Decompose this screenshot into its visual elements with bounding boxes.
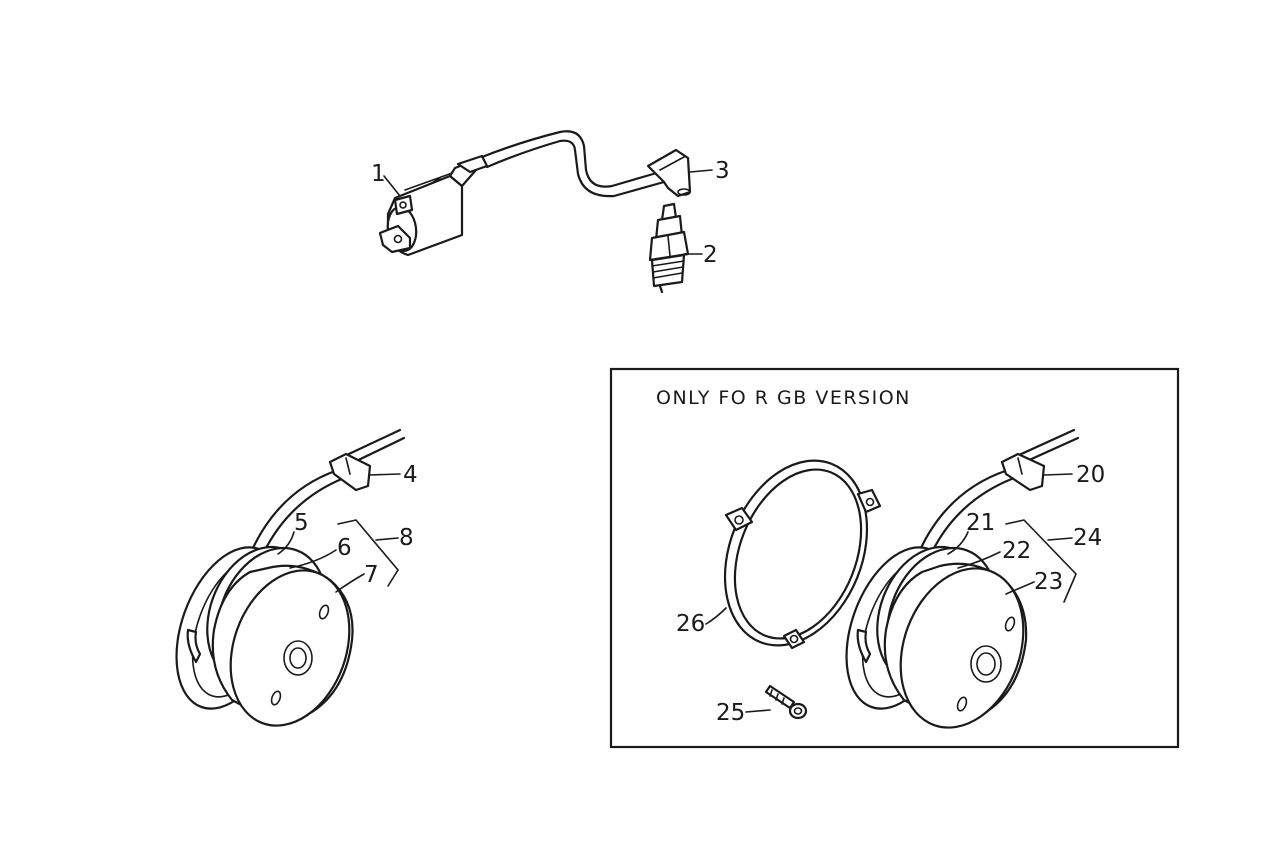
callout-24: 24 — [1073, 525, 1102, 551]
callout-22: 22 — [1002, 538, 1031, 564]
callout-2: 2 — [703, 242, 718, 268]
bolt — [764, 684, 808, 720]
callout-23: 23 — [1034, 569, 1063, 595]
callout-1: 1 — [371, 161, 386, 187]
ignition-coil — [378, 154, 489, 257]
callout-26: 26 — [676, 611, 705, 637]
callout-6: 6 — [337, 535, 352, 561]
leader-lines-left — [277, 169, 713, 593]
spark-plug — [648, 202, 690, 294]
callout-21: 21 — [966, 510, 995, 536]
callout-3: 3 — [715, 158, 730, 184]
gb-version-inset: ONLY FO R GB VERSION — [609, 367, 1180, 749]
callout-5: 5 — [294, 510, 309, 536]
callout-numbers: 1 3 2 4 5 6 7 8 20 21 22 23 24 25 26 — [294, 158, 1105, 726]
callout-4: 4 — [403, 462, 418, 488]
callout-20: 20 — [1076, 462, 1105, 488]
inset-title: ONLY FO R GB VERSION — [656, 387, 911, 409]
callout-25: 25 — [716, 700, 745, 726]
callout-7: 7 — [364, 562, 379, 588]
callout-8: 8 — [399, 525, 414, 551]
leader-lines-inset — [705, 473, 1073, 713]
stator-flywheel-assembly — [175, 428, 406, 727]
ht-lead — [480, 130, 666, 198]
gb-stator-flywheel-assembly — [845, 428, 1080, 729]
spark-plug-cap — [646, 148, 692, 198]
inset-frame — [609, 367, 1180, 749]
flywheel-cover-ring — [723, 459, 882, 650]
